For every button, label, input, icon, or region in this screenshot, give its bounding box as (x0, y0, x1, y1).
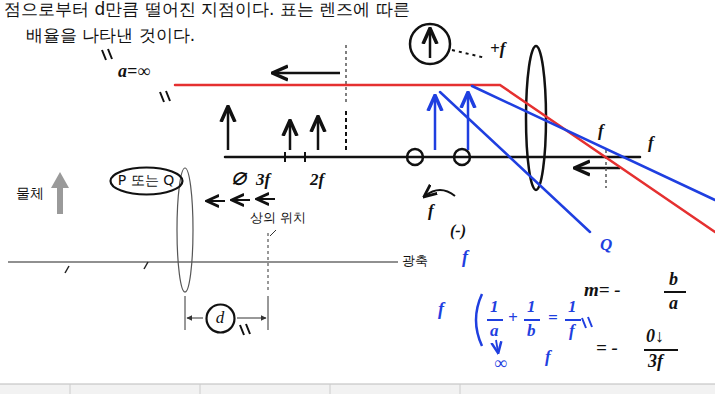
equation-term: m= - (584, 280, 621, 301)
body-text: 배율을 나타낸 것이다. (26, 26, 195, 45)
equation-term: 3f (648, 352, 663, 372)
table-edge (460, 384, 461, 394)
circled-label: P 또는 Q (109, 166, 184, 196)
pen-circle (454, 149, 470, 165)
pen-note: 3f (256, 171, 270, 190)
equation-term: a (490, 322, 499, 341)
equation-term: 1 (527, 298, 536, 317)
node-text: P 또는 Q (118, 173, 174, 188)
equation-term: 0↓ (646, 327, 664, 347)
ditto-mark (240, 324, 250, 335)
equation-term: f (569, 322, 575, 341)
optical-axis (8, 261, 398, 262)
pen-arrow (467, 94, 470, 150)
equation-term: b (527, 322, 536, 341)
pen-note: 2f (310, 171, 324, 190)
image-position-line (268, 233, 269, 290)
pen-axis (225, 156, 640, 159)
pen-circle (410, 24, 450, 64)
equation-term: f (545, 348, 551, 367)
dimension-tick (268, 296, 269, 330)
pen-arrow (345, 110, 347, 150)
axis-label: 광축 (402, 254, 428, 268)
table-edge (330, 384, 331, 394)
pen-note: f (648, 134, 654, 153)
dimension-line (237, 318, 266, 319)
focal-mark (144, 262, 148, 269)
pen-note: a=∞ (118, 62, 150, 82)
ditto-mark (582, 317, 592, 328)
equation-term: = - (596, 338, 618, 359)
body-text: 점으로부터 d만큼 떨어진 지점이다. 표는 렌즈에 따른 (4, 0, 410, 19)
dimension-line (187, 318, 203, 319)
pen-note: f (462, 248, 468, 268)
node-outline (110, 168, 182, 195)
pen-arrow (289, 122, 292, 150)
pen-arrow (317, 118, 320, 150)
equation-term: = (548, 309, 558, 328)
ditto-mark (102, 49, 112, 60)
pen-arrow (227, 108, 230, 150)
dimension-tick (185, 296, 186, 330)
pen-ray (472, 86, 715, 200)
pen-circle (407, 149, 423, 165)
image-label: 상의 위치 (250, 211, 306, 225)
pen-arrow (208, 200, 225, 202)
node-outline (206, 304, 234, 332)
pen-note: Q (600, 236, 612, 255)
pen-arrow (258, 198, 275, 200)
table-edge (0, 384, 715, 394)
circled-label: d (205, 303, 236, 334)
equation-term: 1 (490, 298, 499, 317)
pen-arrow (233, 199, 250, 201)
fraction-bar (664, 291, 686, 293)
pen-dashes (345, 45, 347, 102)
pen-dashes (452, 50, 486, 58)
pen-note: f (438, 300, 444, 320)
pen-arrow (425, 190, 455, 196)
pen-note: f (598, 122, 604, 141)
pen-note: +f (490, 40, 505, 59)
table-edge (70, 384, 71, 394)
pen-arrow (496, 340, 498, 352)
equation-term: 1 (568, 298, 577, 317)
object-label: 물체 (16, 186, 44, 201)
node-text: d (216, 309, 225, 328)
pen-ray (175, 85, 715, 232)
pen-arrow (576, 167, 620, 170)
pen-note: (-) (450, 222, 466, 240)
pen-ray (440, 92, 590, 232)
pen-arrow (429, 30, 432, 58)
ditto-mark (160, 91, 170, 102)
table-edge (200, 384, 201, 394)
pen-note: ∅ (230, 171, 247, 190)
pen-bracket (476, 294, 482, 346)
fraction-bar (487, 319, 581, 321)
pen-note: f (428, 202, 434, 221)
pen-arrow (434, 97, 437, 150)
equation-term: b (669, 270, 678, 290)
pen-arrow (274, 72, 340, 75)
fraction-bar (644, 349, 678, 351)
leader-line (270, 230, 276, 236)
focal-mark (65, 266, 69, 273)
equation-term: + (508, 309, 518, 328)
equation-term: a (669, 294, 678, 314)
pen-tick (285, 152, 305, 162)
equation-term: ∞ (494, 354, 507, 374)
table-edge (0, 384, 715, 385)
object-arrow (51, 172, 69, 214)
